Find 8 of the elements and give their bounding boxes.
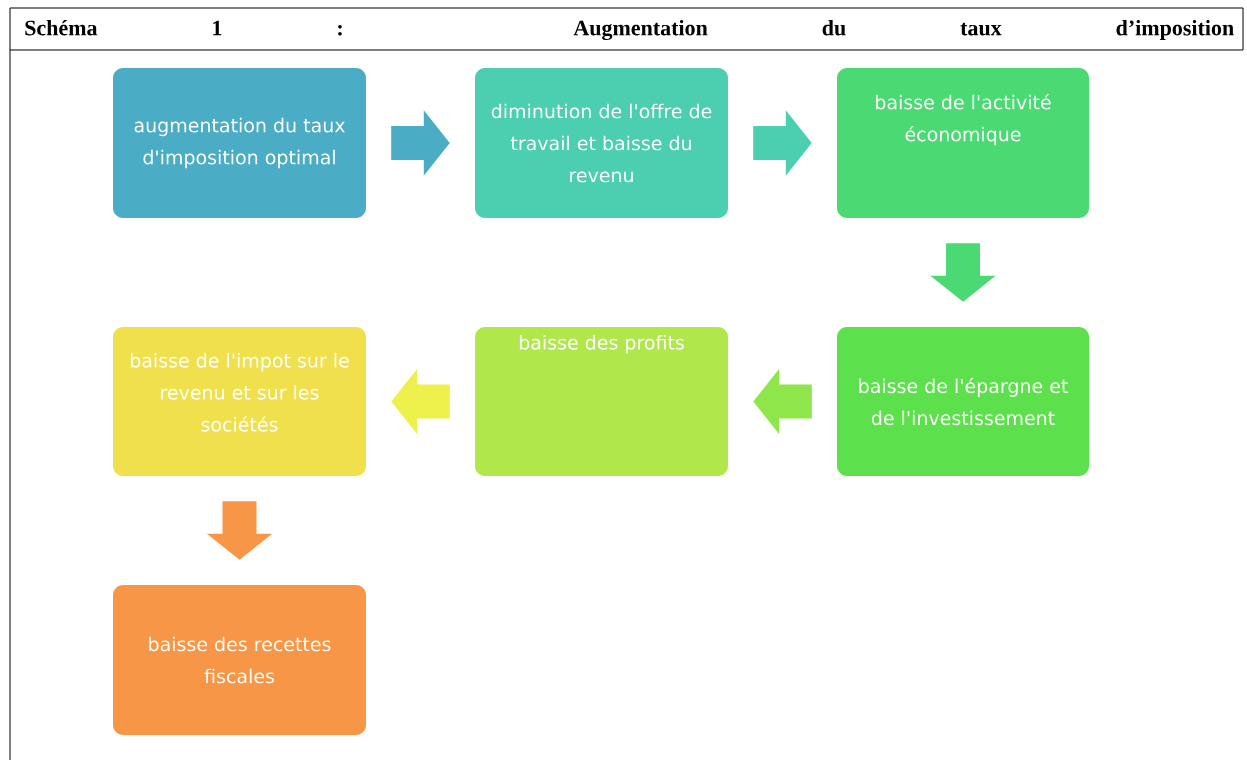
process-box: diminution de l'offre de travail et baisse du revenu [475, 68, 728, 218]
process-box: baisse de l'impot sur le revenu et sur les sociétés [113, 327, 366, 476]
title: Schéma 1 : Augmentation du taux d’imposition [25, 19, 1234, 41]
process-box: augmentation du taux d'imposition optimal [113, 68, 366, 218]
process-box: baisse de l'épargne et de l'investissement [837, 327, 1089, 476]
process-box: baisse de l'activité économique [837, 68, 1089, 218]
process-box: baisse des recettes fiscales [113, 585, 366, 735]
process-box: baisse des profits [475, 327, 728, 476]
